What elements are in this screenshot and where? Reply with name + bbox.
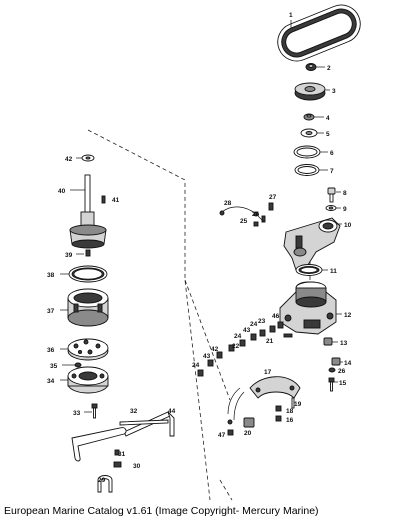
screw-part-41 [101,195,106,204]
u-bracket-29 [97,475,113,493]
callout-34: 34 [47,378,55,385]
callout-46: 46 [272,313,280,320]
washer-part-42 [81,154,95,162]
callout-9: 9 [343,206,347,213]
link-rod-44 [119,419,169,426]
callout-24b: 24 [192,362,200,369]
callout-15: 15 [339,380,347,387]
clip-part-14 [331,357,341,366]
stator-cup-34 [67,366,109,394]
callout-24c: 24 [250,321,258,328]
image-caption: European Marine Catalog v1.61 (Image Cop… [4,505,319,517]
callout-41: 41 [112,197,120,204]
callout-35: 35 [50,363,58,370]
callout-7: 7 [330,168,334,175]
callout-labels: 1 2 3 4 5 6 7 8 9 10 11 12 13 14 26 15 1… [47,12,352,484]
screw-part-33 [91,403,98,419]
callout-11: 11 [330,268,337,275]
callout-18: 18 [286,408,294,415]
callout-16: 16 [286,417,294,424]
callout-37: 37 [47,308,55,315]
washer-part-26b [328,367,336,373]
callout-30: 30 [133,463,141,470]
callout-17: 17 [264,369,272,376]
callout-4: 4 [326,115,330,122]
ring-part [293,145,321,159]
callout-5: 5 [326,131,330,138]
callout-42: 42 [65,156,73,163]
callout-36: 36 [47,347,55,354]
callout-3: 3 [332,88,336,95]
callout-12: 12 [344,312,352,319]
callout-1: 1 [289,12,293,19]
timer-base-36 [67,338,109,361]
callout-6: 6 [330,150,334,157]
callout-42b: 42 [211,346,219,353]
callout-33: 33 [73,410,81,417]
callout-22: 22 [232,343,240,350]
washer-part-9 [325,205,337,211]
callout-29: 29 [98,477,106,484]
callout-10: 10 [344,222,352,229]
callout-27: 27 [269,194,277,201]
callout-24: 24 [234,333,242,340]
callout-40: 40 [58,188,66,195]
rotor-cup-37 [67,288,109,327]
screw-part-15 [328,377,335,392]
o-ring-38 [68,265,108,283]
screw-part-47 [227,429,234,436]
clip-part-30 [113,461,122,468]
callout-44: 44 [168,408,176,415]
coil-part-20 [243,417,255,428]
callout-2: 2 [327,65,331,72]
callout-26b: 26 [338,368,346,375]
rotor-shaft-40 [69,174,107,249]
screw-part-18 [275,405,282,412]
screw-part-30b [114,449,120,456]
callout-38: 38 [47,272,55,279]
callout-32: 32 [130,408,138,415]
callout-14: 14 [344,360,352,367]
base-assembly-12 [279,281,337,335]
screw-part-39 [85,249,91,257]
pulley-part [294,82,326,101]
screw-part-35 [74,362,82,368]
callout-43: 43 [243,327,251,334]
callout-20: 20 [244,430,252,437]
callout-26: 26 [252,211,260,218]
callout-19: 19 [294,401,302,408]
callout-25: 25 [240,218,248,225]
screw-part-19 [291,397,295,409]
callout-21: 21 [266,338,274,345]
wire-harness-17 [227,387,245,425]
callout-31: 31 [118,451,126,458]
clip-part-25 [253,221,259,227]
screw-part-27 [268,202,274,211]
wire-lead-28 [219,206,265,223]
washer-part [300,128,318,138]
screw-part-16 [275,415,282,422]
spacer-part [303,113,315,121]
plate-part [294,164,320,176]
bent-rod-31 [71,427,127,462]
trigger-plate-17 [249,376,301,399]
callout-47: 47 [218,432,226,439]
screw-part-26 [261,215,266,223]
bolt-part-8 [327,187,336,203]
callout-43b: 43 [203,353,211,360]
callout-13: 13 [340,340,348,347]
callout-39: 39 [65,252,73,259]
callout-28: 28 [224,200,232,207]
nut-part [305,63,317,71]
o-ring-11 [295,264,323,276]
screw-row-small-parts [197,321,293,377]
bracket-housing [283,217,341,271]
clip-part-13 [323,337,333,346]
timing-belt [277,4,361,62]
callout-23: 23 [258,318,266,325]
callout-8: 8 [343,190,347,197]
